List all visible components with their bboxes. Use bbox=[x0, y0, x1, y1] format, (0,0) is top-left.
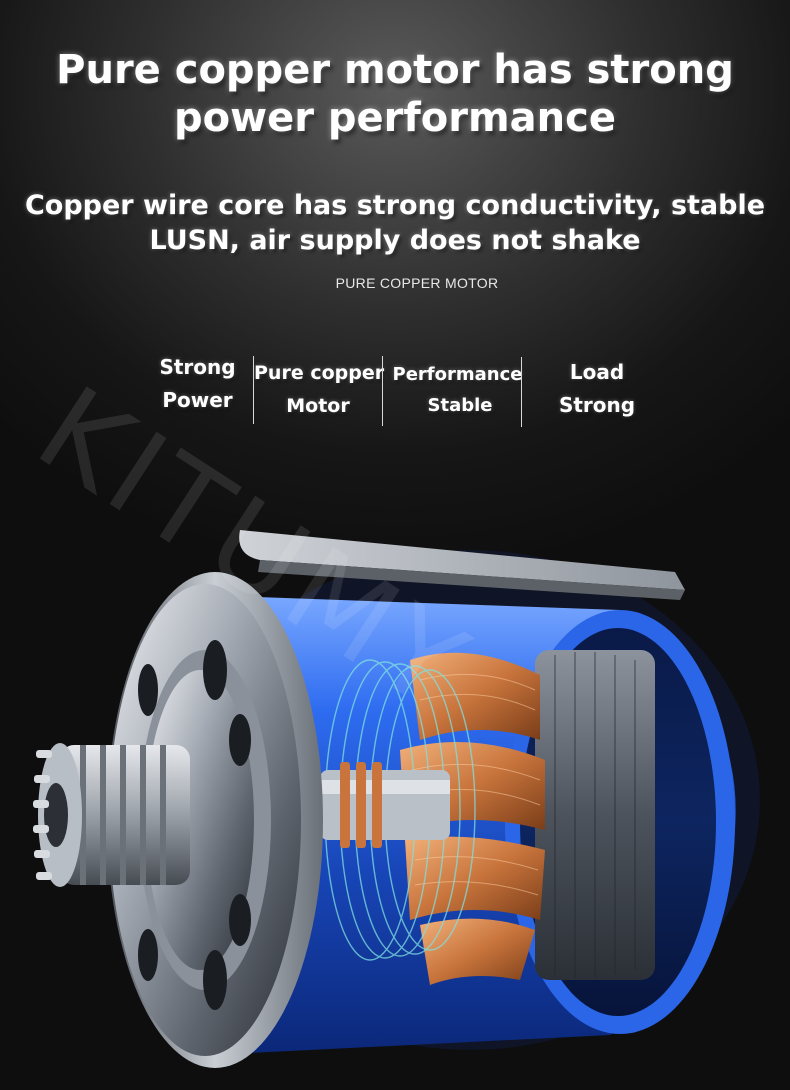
feature-line-2: Stable bbox=[427, 395, 493, 416]
feature-line-2: Motor bbox=[286, 395, 350, 417]
motor-end-plate bbox=[107, 572, 323, 1068]
feature-line-1: Load bbox=[569, 360, 625, 384]
feature-line-2: Strong bbox=[558, 393, 636, 417]
feature-line-1: Performance bbox=[392, 364, 523, 385]
feature-load-strong: Load Strong bbox=[552, 356, 642, 422]
caption-pure-copper-motor: PURE COPPER MOTOR bbox=[335, 275, 499, 291]
subheadline-line-1: Copper wire core has strong conductivity… bbox=[24, 190, 766, 221]
headline: Pure copper motor has strong power perfo… bbox=[0, 46, 790, 142]
feature-performance-stable: Performance Stable bbox=[390, 359, 525, 421]
feature-divider bbox=[521, 357, 522, 427]
feature-line-1: Pure copper bbox=[254, 362, 385, 384]
feature-strong-power: Strong Power bbox=[150, 351, 245, 417]
feature-line-2: Power bbox=[162, 388, 233, 412]
copper-motor-illustration bbox=[33, 530, 760, 1068]
gear-pinion bbox=[33, 743, 190, 887]
headline-line-2: power performance bbox=[174, 95, 616, 141]
headline-line-1: Pure copper motor has strong bbox=[56, 47, 734, 93]
feature-divider bbox=[253, 356, 254, 424]
motor-housing-lid bbox=[239, 530, 685, 590]
feature-divider bbox=[382, 356, 383, 426]
subheadline-line-2: LUSN, air supply does not shake bbox=[149, 225, 641, 256]
subheadline: Copper wire core has strong conductivity… bbox=[0, 188, 790, 258]
feature-line-1: Strong bbox=[159, 355, 236, 379]
stator-core bbox=[535, 650, 655, 980]
feature-pure-copper-motor: Pure copper Motor bbox=[254, 357, 385, 423]
